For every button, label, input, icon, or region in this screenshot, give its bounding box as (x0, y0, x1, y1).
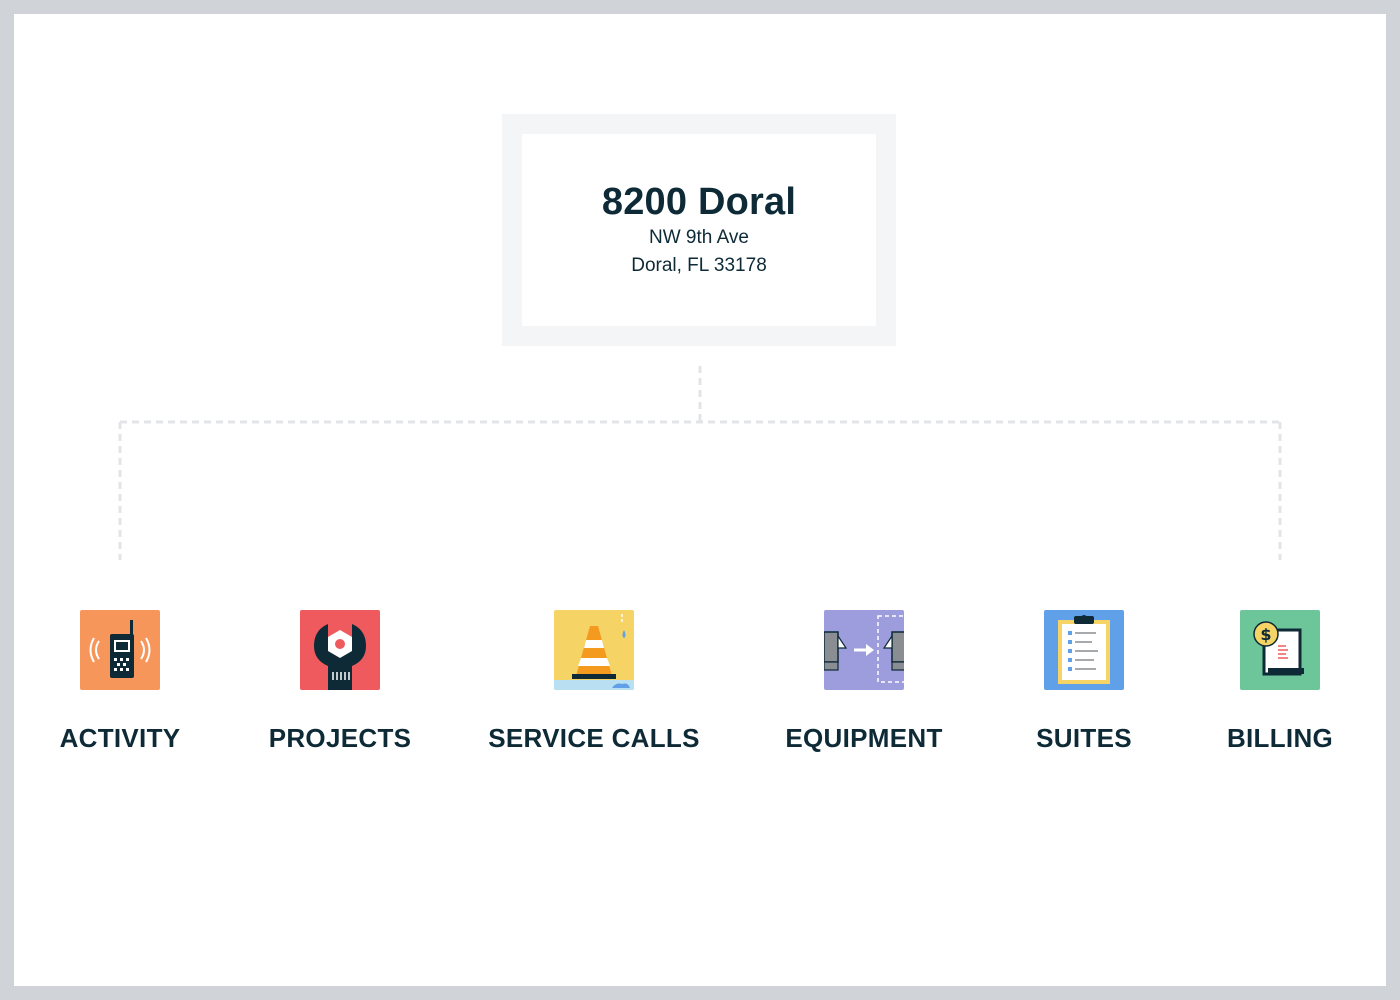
building-name: 8200 Doral (601, 181, 797, 223)
node-label-billing: BILLING (1226, 723, 1334, 753)
node-label-equipment: EQUIPMENT (785, 723, 943, 753)
node-label-service-calls: SERVICE CALLS (488, 723, 700, 753)
equipment-move-icon (824, 610, 904, 690)
invoice-icon: $ (1240, 610, 1320, 690)
svg-text:$: $ (1260, 625, 1271, 644)
node-activity[interactable]: ACTIVITY (10, 610, 230, 754)
clipboard-icon (1044, 610, 1124, 690)
diagram-canvas: 8200 Doral NW 9th Ave Doral, FL 33178 (14, 14, 1386, 986)
building-address-line1: NW 9th Ave (649, 227, 749, 248)
node-service-calls[interactable]: SERVICE CALLS (484, 610, 704, 754)
building-address-line2: Doral, FL 33178 (631, 255, 767, 276)
wrench-icon (300, 610, 380, 690)
walkie-talkie-icon (80, 610, 160, 690)
node-billing[interactable]: $ BILLING (1170, 610, 1390, 754)
node-label-projects: PROJECTS (268, 723, 412, 753)
node-label-suites: SUITES (1036, 723, 1132, 753)
building-card-inner: 8200 Doral NW 9th Ave Doral, FL 33178 (522, 134, 876, 326)
connector-lines (118, 366, 1282, 560)
node-label-activity: ACTIVITY (59, 723, 181, 753)
node-projects[interactable]: PROJECTS (230, 610, 450, 754)
node-suites[interactable]: SUITES (974, 610, 1194, 754)
node-equipment[interactable]: EQUIPMENT (754, 610, 974, 754)
building-card[interactable]: 8200 Doral NW 9th Ave Doral, FL 33178 (502, 114, 896, 346)
traffic-cone-icon (554, 610, 634, 690)
